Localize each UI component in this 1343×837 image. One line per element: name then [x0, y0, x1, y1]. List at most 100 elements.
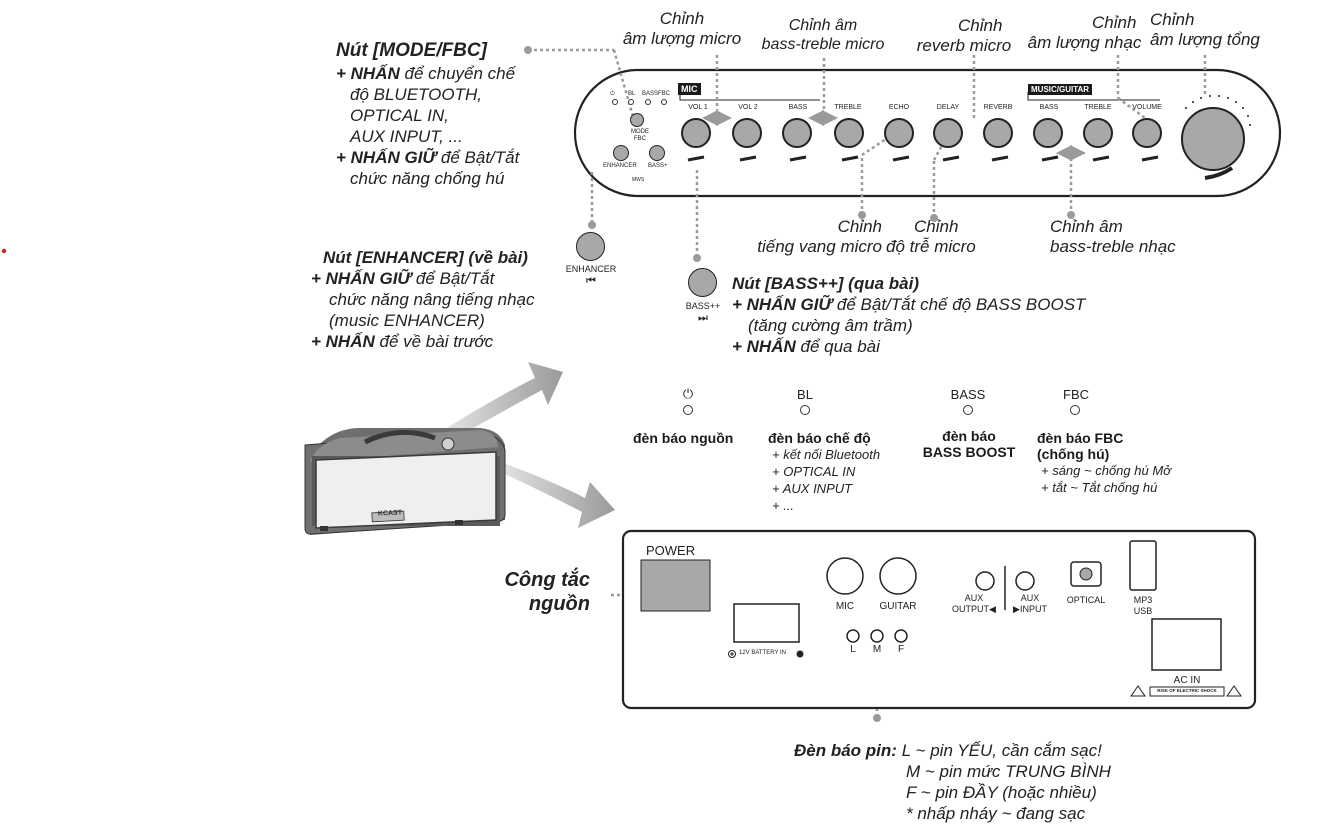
delay-knob[interactable]	[933, 118, 963, 148]
title-line: đèn báo	[942, 428, 996, 444]
usb-label: MP3 USB	[1126, 595, 1160, 617]
panel-bass-led	[645, 99, 651, 105]
label-line: Chỉnh	[659, 9, 705, 28]
battery-line: F ~ pin ĐẦY (hoặc nhiều)	[906, 783, 1097, 802]
echo-knob[interactable]	[884, 118, 914, 148]
music-bass-knob[interactable]	[1033, 118, 1063, 148]
bl-item: + AUX INPUT	[772, 481, 853, 496]
panel-enhancer-button[interactable]	[613, 145, 629, 161]
music-tag: MUSIC/GUITAR	[1028, 84, 1093, 95]
hold-text: để Bật/Tắt	[411, 269, 495, 288]
panel-led-label: BL	[628, 91, 636, 97]
panel-power-led	[612, 99, 618, 105]
panel-bl-led	[628, 99, 634, 105]
mode-fbc-title: Nút [MODE/FBC]	[336, 40, 487, 61]
label-line: nguồn	[528, 593, 590, 615]
mws-label: MWS	[632, 177, 645, 183]
label-music-bass-treble: Chỉnh âm bass-treble nhạc	[1050, 217, 1200, 257]
label-line: Chỉnh	[958, 16, 1003, 35]
label-line: MP3	[1133, 595, 1153, 605]
hold-text: để Bật/Tắt chế độ BASS BOOST	[832, 295, 1086, 314]
bl-item: + ...	[772, 498, 795, 513]
power-switch[interactable]	[641, 560, 710, 611]
bl-indicator-text: đèn báo chế độ + kết nối Bluetooth + OPT…	[768, 430, 928, 514]
battery-line: M ~ pin mức TRUNG BÌNH	[906, 762, 1111, 781]
mic-vol1-knob[interactable]	[681, 118, 711, 148]
battery-label: 12V BATTERY IN	[739, 650, 787, 656]
label-mic-bass-treble: Chỉnh âm bass-treble micro	[752, 16, 894, 54]
power-switch-label: Công tắc nguồn	[480, 568, 590, 616]
guitar-jack[interactable]	[880, 558, 916, 594]
bass-title: Nút [BASS++] (qua bài)	[732, 274, 920, 293]
mode-fbc-small-label: MODE FBC	[628, 129, 652, 143]
arrow-to-controls	[440, 362, 563, 440]
mode-line: AUX INPUT, ...	[350, 127, 463, 146]
panel-bass-button[interactable]	[649, 145, 665, 161]
label-line: âm lượng nhạc	[1027, 33, 1142, 52]
mode-line: độ BLUETOOTH,	[350, 85, 482, 104]
knob-label: BASS	[788, 104, 808, 111]
power-led	[683, 405, 693, 415]
guitar-jack-label: GUITAR	[879, 601, 917, 612]
knob-label: BASS	[1039, 104, 1059, 111]
battery-led-m-label: M	[872, 644, 882, 655]
mic-jack-label: MIC	[835, 601, 855, 612]
mic-jack[interactable]	[827, 558, 863, 594]
bass-symbol: BASS	[950, 387, 986, 402]
label-line: Chỉnh âm	[788, 17, 858, 34]
knob-label: TREBLE	[834, 104, 862, 111]
fbc-led	[1070, 405, 1080, 415]
mode-fbc-note: Nút [MODE/FBC] + NHẤN để chuyển chế độ B…	[336, 40, 586, 189]
fbc-item: + tắt ~ Tắt chống hú	[1041, 480, 1158, 495]
hold-line: chức năng chống hú	[350, 169, 505, 188]
music-treble-knob[interactable]	[1083, 118, 1113, 148]
ac-in-label: AC IN	[1173, 675, 1201, 686]
enhancer-button[interactable]	[576, 232, 605, 261]
knob-label: ECHO	[888, 104, 910, 111]
knob-label: VOL 1	[688, 104, 708, 111]
enhancer-button-label: ENHANCER	[565, 264, 617, 274]
label-line: AUX	[964, 593, 984, 603]
bl-symbol: BL	[797, 387, 813, 402]
fbc-indicator-text: đèn báo FBC (chống hú) + sáng ~ chống hú…	[1037, 430, 1217, 496]
enhancer-small-label: ENHANCER	[603, 163, 637, 169]
press-text: để về bài trước	[374, 332, 494, 351]
panel-mode-button[interactable]	[630, 113, 644, 127]
battery-note-title: Đèn báo pin:	[794, 741, 897, 760]
press-keyword: + NHẤN	[732, 337, 796, 356]
bass-button-label: BASS++	[685, 301, 721, 311]
usb-port[interactable]	[1130, 541, 1156, 590]
battery-line: L ~ pin YẾU, cần cắm sạc!	[901, 741, 1102, 760]
enhancer-line: chức năng nâng tiếng nhạc	[329, 290, 535, 309]
label-music-volume: Chỉnh âm lượng nhạc	[1022, 13, 1147, 53]
aux-output-label: AUX OUTPUT◀	[948, 593, 1000, 615]
power-label: POWER	[646, 543, 696, 558]
master-volume-knob[interactable]	[1181, 107, 1245, 171]
battery-note: Đèn báo pin: L ~ pin YẾU, cần cắm sạc! M…	[794, 740, 1194, 824]
speaker-illustration	[304, 428, 506, 535]
bl-item: + OPTICAL IN	[772, 464, 856, 479]
aux-input-label: AUX ▶INPUT	[1008, 593, 1052, 615]
music-volume-knob[interactable]	[1132, 118, 1162, 148]
mic-bass-knob[interactable]	[782, 118, 812, 148]
fbc-symbol: FBC	[1063, 387, 1089, 402]
press-text: để chuyển chế	[399, 64, 516, 83]
label-line: độ trễ micro	[886, 237, 976, 256]
battery-line: * nhấp nháy ~ đang sạc	[906, 804, 1086, 823]
press-keyword: + NHẤN	[311, 332, 375, 351]
label-line: ▶INPUT	[1013, 604, 1047, 614]
mic-vol2-knob[interactable]	[732, 118, 762, 148]
bass-led	[963, 405, 973, 415]
bl-item: + kết nối Bluetooth	[772, 447, 881, 462]
shock-warning: RISK OF ELECTRIC SHOCK	[1157, 688, 1217, 693]
title-line: BASS BOOST	[922, 444, 1016, 460]
label-mic-volume: Chỉnh âm lượng micro	[612, 9, 752, 49]
reverb-knob[interactable]	[983, 118, 1013, 148]
hold-keyword: + NHẤN GIỮ	[311, 269, 412, 288]
mic-treble-knob[interactable]	[834, 118, 864, 148]
power-led-title: đèn báo nguồn	[633, 430, 734, 446]
label-line: Chỉnh âm	[1050, 217, 1123, 236]
bl-led-title: đèn báo chế độ	[768, 430, 871, 446]
bass-boost-button[interactable]	[688, 268, 717, 297]
